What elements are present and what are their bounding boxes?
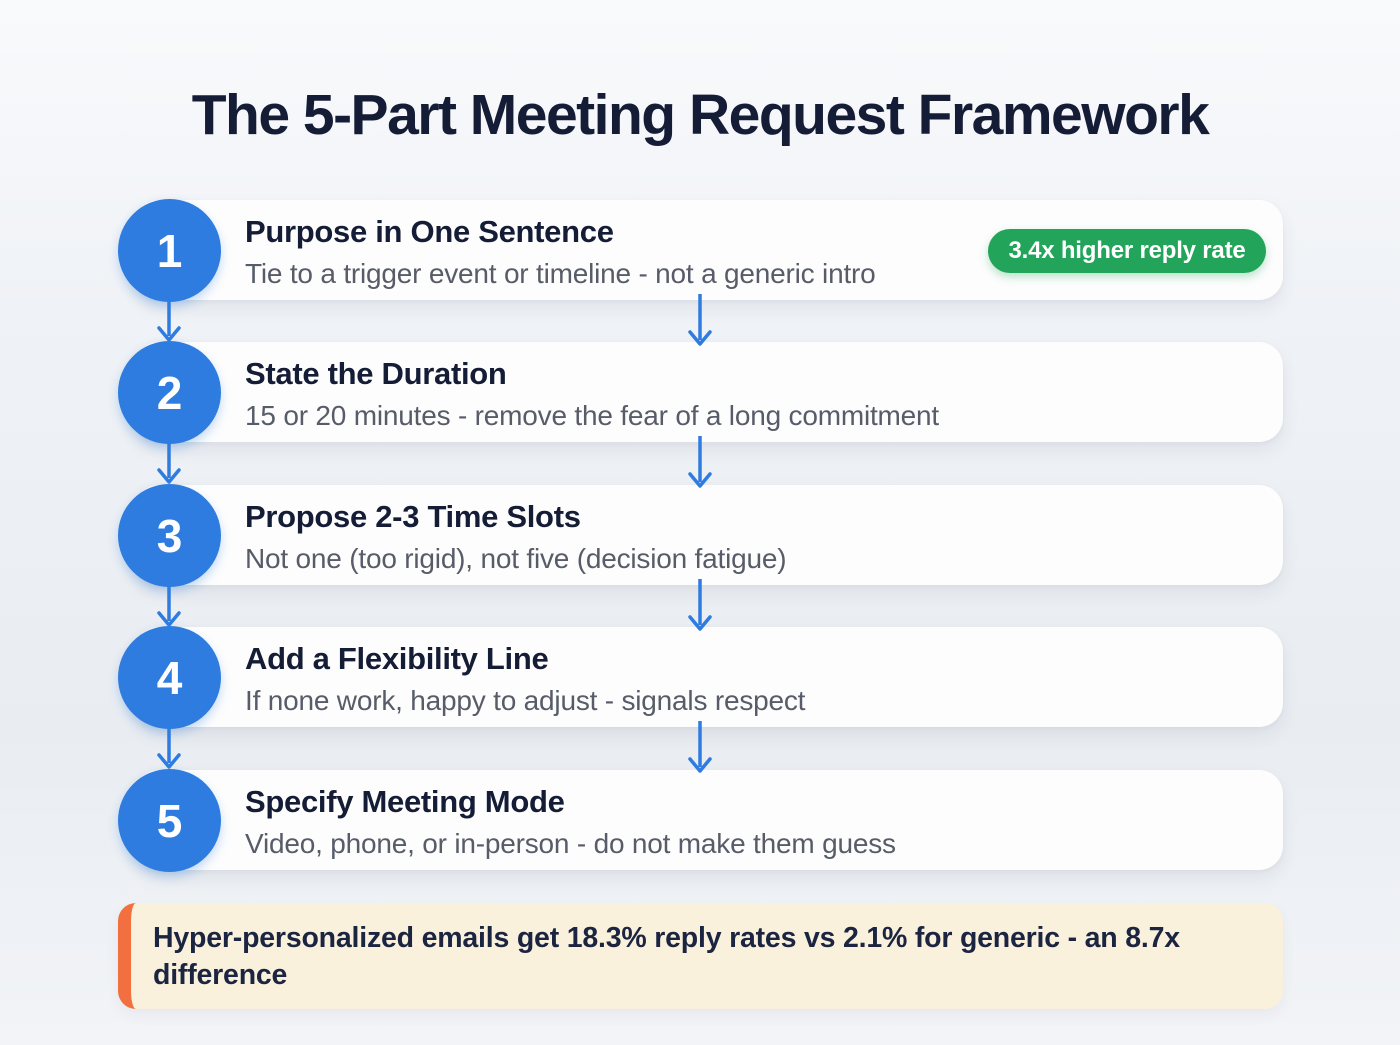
arrow-down-icon [688,721,712,773]
arrow-down-icon [688,294,712,346]
reply-rate-badge: 3.4x higher reply rate [988,229,1266,273]
step-card-2: State the Duration 15 or 20 minutes - re… [135,342,1283,442]
step-number-circle: 5 [118,769,221,872]
step-description: If none work, happy to adjust - signals … [245,684,806,716]
step-number: 3 [156,509,183,562]
step-title: Purpose in One Sentence [245,214,614,249]
stat-callout-text: Hyper-personalized emails get 18.3% repl… [153,922,1180,992]
step-card-3: Propose 2-3 Time Slots Not one (too rigi… [135,485,1283,585]
step-card-5: Specify Meeting Mode Video, phone, or in… [135,770,1283,870]
step-number-circle: 2 [118,341,221,444]
step-title: Add a Flexibility Line [245,641,549,676]
reply-rate-badge-label: 3.4x higher reply rate [1008,237,1246,264]
arrow-down-icon [688,436,712,488]
step-description: Not one (too rigid), not five (decision … [245,542,787,574]
step-title: Specify Meeting Mode [245,784,565,819]
step-description: 15 or 20 minutes - remove the fear of a … [245,399,939,431]
step-number-circle: 3 [118,484,221,587]
step-title: State the Duration [245,356,507,391]
page-title: The 5-Part Meeting Request Framework [191,83,1210,147]
step-number-circle: 1 [118,199,221,302]
step-description: Tie to a trigger event or timeline - not… [245,257,876,289]
step-number: 5 [156,794,183,847]
step-number: 2 [156,366,183,419]
arrow-down-icon [688,579,712,631]
step-title: Propose 2-3 Time Slots [245,499,581,534]
arrow-down-icon [157,442,181,484]
stat-callout: Hyper-personalized emails get 18.3% repl… [118,903,1283,1009]
step-number: 1 [156,224,183,277]
step-description: Video, phone, or in-person - do not make… [245,827,896,859]
arrow-down-icon [157,727,181,769]
arrow-down-icon [157,585,181,627]
arrow-down-icon [157,300,181,342]
step-number-circle: 4 [118,626,221,729]
step-card-4: Add a Flexibility Line If none work, hap… [135,627,1283,727]
step-number: 4 [156,651,183,704]
